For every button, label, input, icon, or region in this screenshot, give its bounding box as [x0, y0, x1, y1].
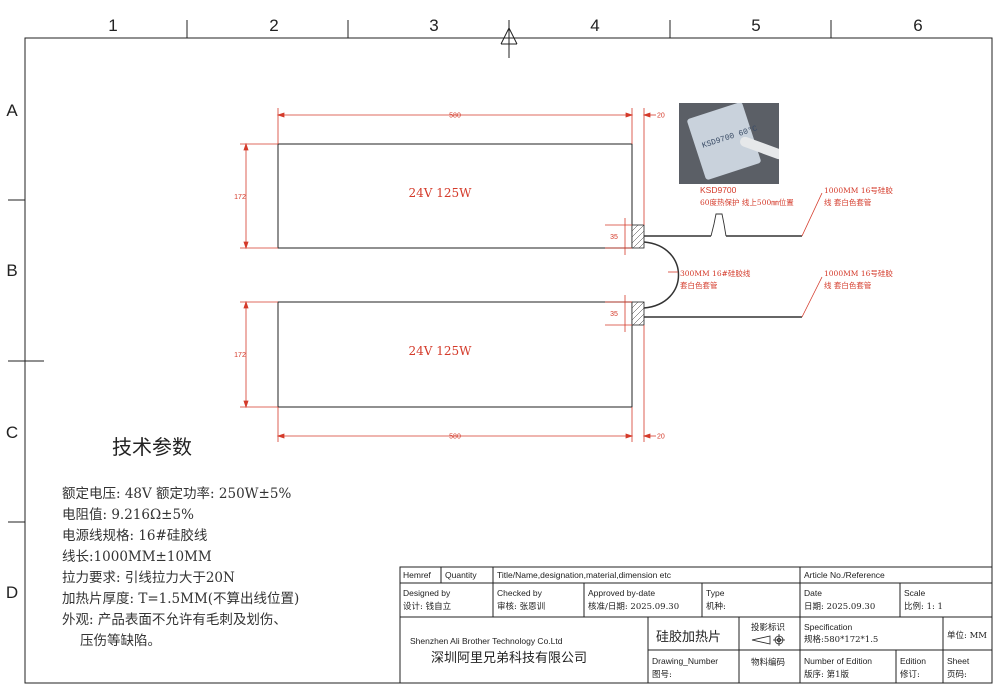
heater-bottom-height-label: 172 [234, 352, 246, 359]
spec-line-8: 压伤等缺陷。 [80, 633, 161, 649]
heater-top-end-dim [642, 108, 656, 225]
spec-line-5: 拉力要求: 引线拉力大于20N [62, 570, 235, 586]
col-label-4: 4 [590, 16, 599, 35]
tb-quantity: Quantity [445, 570, 477, 580]
heater-bottom-rating: 24V 125W [409, 344, 473, 358]
col-label-2: 2 [269, 16, 278, 35]
spec-line-4: 线长:1000MM±10MM [62, 549, 212, 565]
thermostat-photo: KSD9700 60°C [679, 103, 779, 184]
jumper-wire [643, 241, 680, 309]
tb-article: Article No./Reference [804, 570, 885, 580]
heater-top-end-label: 20 [657, 113, 665, 120]
spec-line-2: 电阻值: 9.216Ω±5% [62, 507, 194, 523]
jumper-note-1: 300MM 16#硅胶线 [680, 268, 751, 278]
thermostat-note: 60度热保护 线上500㎜位置 [700, 197, 794, 207]
heater-top-lead-dim [605, 218, 632, 255]
spec-line-7: 外观: 产品表面不允许有毛刺及划伤、 [62, 612, 287, 628]
centering-mark [500, 24, 518, 58]
col-label-6: 6 [913, 16, 922, 35]
tb-sheet-cn: 页码: [947, 670, 967, 680]
heater-top-rating: 24V 125W [409, 186, 473, 200]
tb-drawing-cn: 图号: [652, 670, 672, 680]
heater-bottom-end-dim [642, 325, 656, 442]
heater-bottom-end-label: 20 [657, 434, 665, 441]
tb-edition-no-cn: 版序: 第1版 [804, 670, 849, 680]
tb-type: Type [706, 588, 725, 598]
heater-top-width-label: 580 [449, 113, 461, 120]
tb-approver: 核准/日期: 2025.09.30 [588, 602, 680, 612]
tb-specification: Specification [804, 622, 853, 632]
title-block-grid [399, 566, 993, 684]
mid-wire-note-2: 线 套白色套管 [824, 280, 872, 290]
heater-top-height-dim [240, 142, 278, 250]
tb-designed-by: Designed by [403, 588, 451, 598]
col-label-5: 5 [751, 16, 760, 35]
tb-scale: Scale [904, 588, 926, 598]
spec-line-6: 加热片厚度: T=1.5MM(不算出线位置) [62, 591, 300, 607]
projection-symbol [751, 634, 785, 646]
tb-sheet: Sheet [947, 656, 970, 666]
tb-company-cn: 深圳阿里兄弟科技有限公司 [431, 651, 588, 666]
tb-drawing-number: Drawing_Number [652, 656, 719, 666]
specs-title: 技术参数 [112, 435, 192, 459]
leader-lines [668, 192, 823, 318]
heater-top-outline [277, 143, 633, 249]
col-label-3: 3 [429, 16, 438, 35]
heater-bottom-width-dim [276, 407, 634, 442]
tb-date: Date [804, 588, 822, 598]
heater-bottom-lead-dim [605, 295, 632, 332]
tb-approved: Approved by-date [588, 588, 656, 598]
heater-top-hatch [631, 224, 645, 249]
mid-wire-note-1: 1000MM 16号硅胶 [824, 268, 893, 278]
tb-edition-cn: 修订: [900, 670, 920, 680]
top-wire-note-1: 1000MM 16号硅胶 [824, 185, 893, 195]
tb-edition-no: Number of Edition [804, 656, 873, 666]
heater-bottom-lead-label: 35 [610, 311, 618, 318]
heater-top-lead-label: 35 [610, 234, 618, 241]
heater-bottom-hatch [631, 301, 645, 326]
tb-part-name: 硅胶加热片 [656, 630, 722, 645]
spec-line-1: 额定电压: 48V 额定功率: 250W±5% [62, 486, 292, 502]
tb-material-code: 物料编码 [751, 658, 786, 668]
tb-edition: Edition [900, 656, 926, 666]
tb-title-name: Title/Name,designation,material,dimensio… [497, 570, 672, 580]
tb-date-cn: 日期: 2025.09.30 [804, 602, 876, 612]
tb-hemref: Hemref [403, 570, 431, 580]
row-label-a: A [6, 101, 18, 120]
tb-designer: 设计: 钱自立 [403, 602, 452, 612]
spec-line-3: 电源线规格: 16#硅胶线 [62, 528, 208, 544]
row-ticks [8, 199, 44, 523]
tb-spec-cn: 规格:580*172*1.5 [804, 635, 879, 645]
tb-unit: 单位: MM [947, 631, 987, 641]
tb-company-en: Shenzhen Ali Brother Technology Co.Ltd [410, 636, 563, 646]
tb-projection: 投影标识 [751, 623, 786, 633]
heater-bottom-outline [277, 301, 633, 408]
thermostat-model: KSD9700 [700, 185, 737, 195]
jumper-note-2: 套白色套管 [680, 280, 718, 290]
tb-checker: 审核: 张恩训 [497, 602, 546, 612]
row-label-d: D [6, 583, 18, 602]
tb-scale-cn: 比例: 1: 1 [904, 602, 943, 612]
tb-checked-by: Checked by [497, 588, 542, 598]
heater-top-height-label: 172 [234, 194, 246, 201]
row-label-c: C [6, 423, 18, 442]
thermostat-symbol [710, 213, 727, 237]
heater-bottom-width-label: 580 [449, 434, 461, 441]
row-label-b: B [6, 261, 17, 280]
tb-type-cn: 机种: [706, 602, 726, 612]
col-label-1: 1 [108, 16, 117, 35]
heater-bottom-height-dim [240, 300, 278, 409]
heater-top-width-dim [276, 108, 634, 144]
top-wire-note-2: 线 套白色套管 [824, 197, 872, 207]
